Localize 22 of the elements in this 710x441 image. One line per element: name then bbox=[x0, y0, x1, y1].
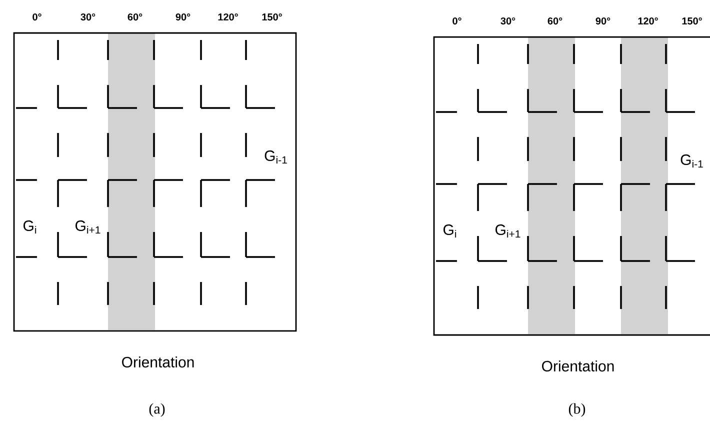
angle-label: 60° bbox=[128, 13, 142, 21]
panel-caption: (a) bbox=[149, 403, 165, 417]
angle-label: 120° bbox=[638, 17, 658, 25]
region-label: G$_{i}$ bbox=[22, 220, 38, 234]
region-label: G$_{i}$ bbox=[442, 224, 458, 238]
angle-label: 0° bbox=[32, 13, 42, 21]
angle-label: 90° bbox=[596, 17, 610, 25]
region-label: G$_{i+1}$ bbox=[74, 220, 102, 234]
angle-label: 0° bbox=[452, 17, 462, 25]
angle-label: 60° bbox=[548, 17, 562, 25]
axis-title: Orientation bbox=[122, 356, 194, 368]
angle-label: 30° bbox=[500, 17, 516, 25]
angle-label: 120° bbox=[218, 13, 238, 21]
region-label: G$_{i-1}$ bbox=[264, 150, 288, 164]
axis-title: Orientation bbox=[542, 360, 614, 372]
angle-label: 150° bbox=[262, 13, 282, 21]
angle-label: 150° bbox=[682, 17, 702, 25]
region-label: G$_{i+1}$ bbox=[494, 224, 522, 238]
angle-label: 90° bbox=[176, 13, 190, 21]
region-label: G$_{i-1}$ bbox=[680, 154, 704, 168]
panel-caption: (b) bbox=[568, 403, 586, 417]
angle-label: 30° bbox=[80, 13, 96, 21]
